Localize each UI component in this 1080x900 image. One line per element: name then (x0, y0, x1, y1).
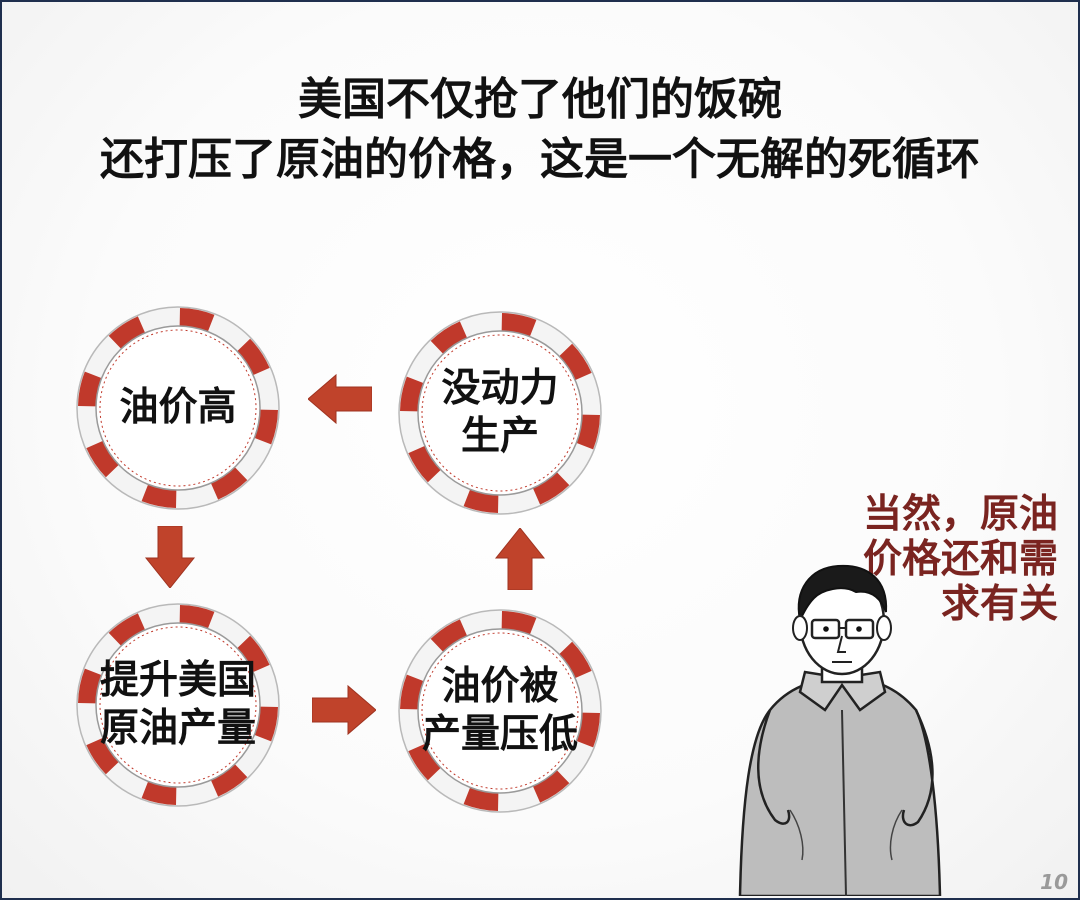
lifebuoy-icon (398, 311, 602, 515)
cycle-label-no-motivation: 没动力 生产 (441, 366, 559, 459)
cycle-label-oil-price-high: 油价高 (119, 385, 237, 430)
cycle-ring-no-motivation: 没动力 生产 (395, 308, 605, 518)
title-line-1: 美国不仅抢了他们的饭碗 (298, 74, 782, 125)
lifebuoy-icon (398, 609, 602, 813)
arrow-left-icon (308, 373, 372, 425)
arrow-right-icon (312, 684, 376, 736)
cycle-label-price-suppressed: 油价被 产量压低 (421, 664, 578, 757)
cycle-label-raise-output: 提升美国 原油产量 (99, 658, 256, 751)
cycle-ring-price-suppressed: 油价被 产量压低 (395, 606, 605, 816)
cycle-ring-oil-price-high: 油价高 (73, 303, 283, 513)
title-line-2: 还打压了原油的价格，这是一个无解的死循环 (100, 134, 980, 185)
cycle-ring-raise-output: 提升美国 原油产量 (73, 600, 283, 810)
arrow-up-icon (494, 528, 546, 590)
arrow-down-icon (144, 526, 196, 588)
page-number: 10 (1040, 870, 1068, 894)
lifebuoy-icon (76, 306, 280, 510)
lifebuoy-icon (76, 603, 280, 807)
cartoon-man-icon (738, 564, 942, 896)
side-note: 当然，原油价格还和需求有关 (862, 492, 1058, 627)
